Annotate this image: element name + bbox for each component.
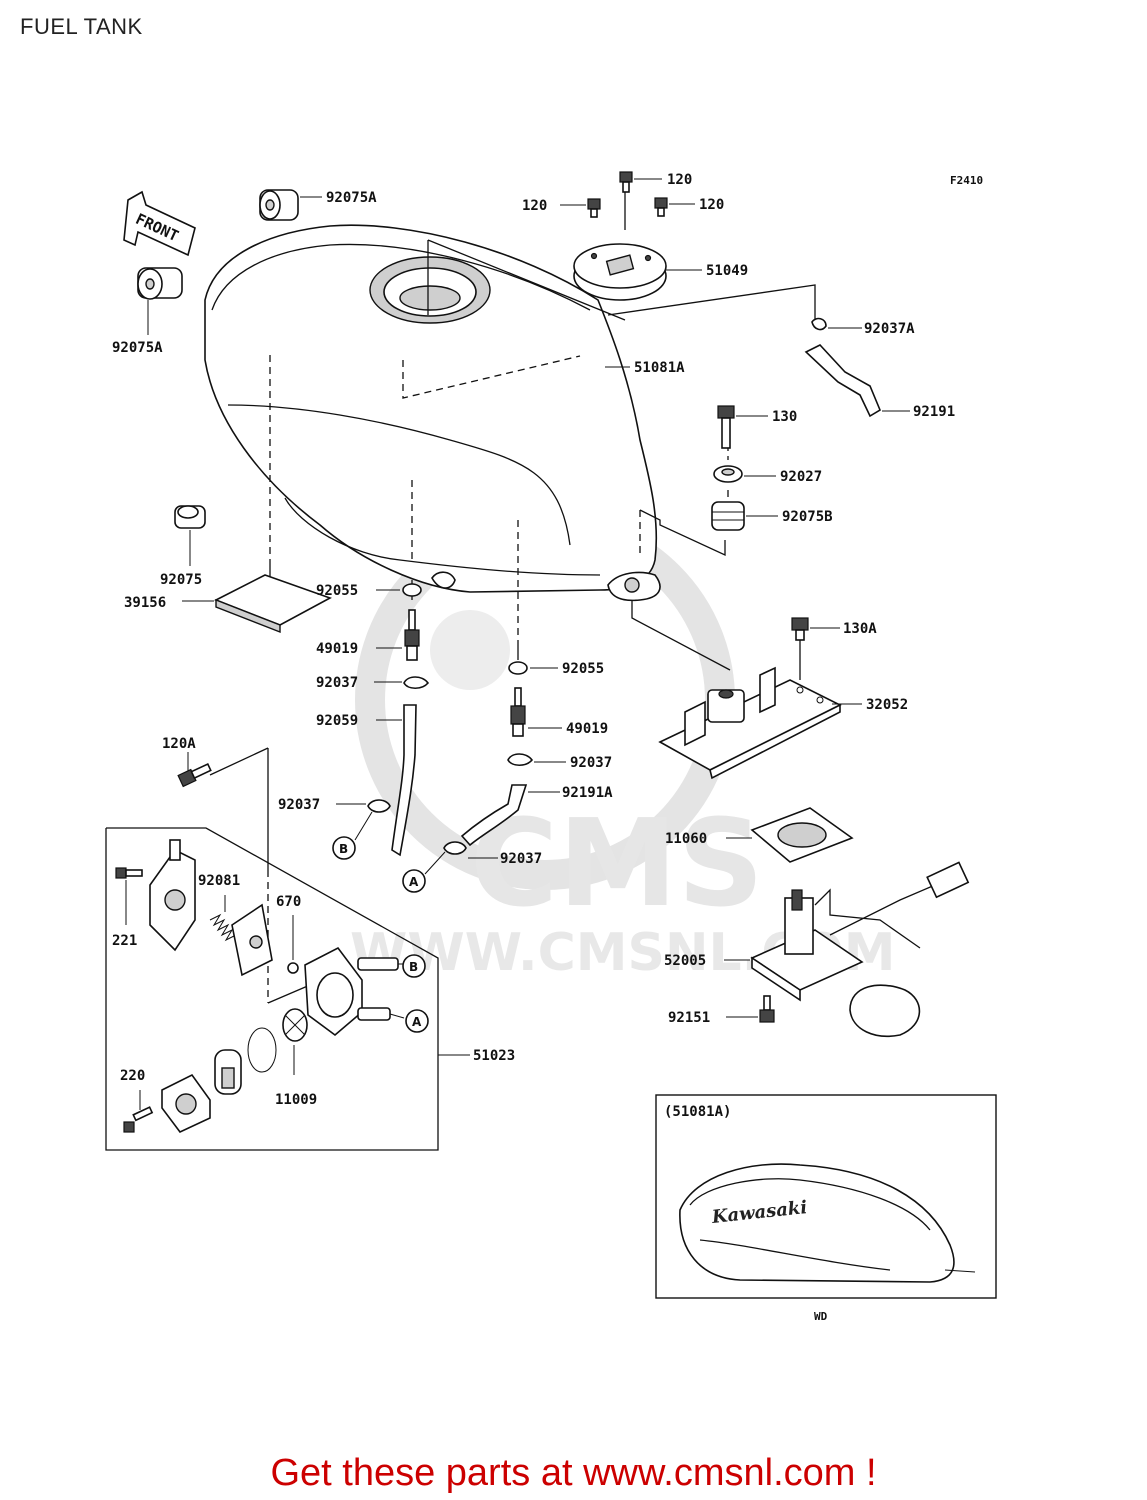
label-130a: 130A (843, 621, 877, 637)
fuel-cock-body (304, 946, 405, 1037)
fuel-cock-cover (149, 839, 196, 952)
label-670: 670 (276, 894, 301, 910)
label-120a: 120A (162, 736, 196, 752)
label-92075a-left: 92075A (112, 340, 163, 356)
label-220: 220 (120, 1068, 145, 1084)
callout-b-upper: B (332, 836, 356, 860)
bolt-120-left-icon (560, 198, 601, 218)
o-ring-670 (287, 915, 299, 974)
label-92027: 92027 (780, 469, 822, 485)
svg-text:A: A (409, 875, 419, 889)
filter-11009 (282, 1008, 308, 1075)
label-92055-mid: 92055 (562, 661, 604, 677)
bracket-32052 (658, 666, 862, 780)
valve-49019-mid (510, 687, 562, 737)
svg-text:A: A (412, 1015, 422, 1029)
bolt-130a-icon (791, 617, 840, 641)
promo-banner: Get these parts at www.cmsnl.com ! (0, 1452, 1147, 1495)
clamp-92037-mid (507, 753, 566, 767)
label-92075a-top: 92075A (326, 190, 377, 206)
label-51081a: 51081A (634, 360, 685, 376)
hose-92191a (460, 784, 560, 847)
inset-label: (51081A) (664, 1104, 731, 1120)
figure-code: F2410 (950, 174, 983, 187)
label-92191: 92191 (913, 404, 955, 420)
label-120-right: 120 (699, 197, 724, 213)
fuel-tank-body (204, 224, 661, 602)
washer-92027 (713, 465, 776, 483)
front-arrow-icon: FRONT (123, 190, 196, 257)
promo-link[interactable]: Get these parts at www.cmsnl.com ! (270, 1452, 877, 1494)
watermark-brand: CMS (470, 795, 764, 934)
label-11009: 11009 (275, 1092, 317, 1108)
pad-39156 (182, 574, 332, 634)
label-92075b: 92075B (782, 509, 833, 525)
label-130: 130 (772, 409, 797, 425)
damper-92075b (711, 501, 778, 531)
label-92191a: 92191A (562, 785, 613, 801)
label-92055-left: 92055 (316, 583, 358, 599)
clamp-92037-a (424, 841, 498, 875)
bolt-120-right-icon (654, 197, 695, 217)
damper-92075a-left (137, 267, 183, 335)
label-32052: 32052 (866, 697, 908, 713)
label-11060: 11060 (665, 831, 707, 847)
label-39156: 39156 (124, 595, 166, 611)
fuel-sender-52005 (724, 861, 970, 1037)
label-92081: 92081 (198, 873, 240, 889)
label-92059: 92059 (316, 713, 358, 729)
hose-92059 (376, 704, 417, 857)
fuel-cock-assembly-box (105, 827, 470, 1151)
label-92037-mid: 92037 (570, 755, 612, 771)
o-ring-92055-mid (508, 661, 558, 675)
o-ring-large (247, 1027, 277, 1073)
label-120-top: 120 (667, 172, 692, 188)
label-221: 221 (112, 933, 137, 949)
bolt-120a-icon (177, 752, 212, 788)
label-51023: 51023 (473, 1048, 515, 1064)
inset-box: Kawasaki (655, 1094, 997, 1299)
clamp-92037-b (336, 799, 391, 841)
svg-text:B: B (339, 842, 348, 856)
callout-a-lower: A (405, 1009, 429, 1033)
screw-92151-icon (726, 995, 775, 1023)
label-92075: 92075 (160, 572, 202, 588)
fuel-cock-lever (214, 1049, 242, 1095)
clamp-92037-left (374, 676, 430, 690)
fuel-tank-diagram: CMS WWW.CMSNL.COM F2410 FRONT (105, 171, 997, 1323)
page-title: FUEL TANK (20, 14, 143, 39)
screw-220-icon (123, 1090, 154, 1133)
hose-92191 (804, 344, 910, 418)
callout-a-upper: A (402, 869, 426, 893)
label-49019-mid: 49019 (566, 721, 608, 737)
damper-92075a-top (259, 189, 322, 221)
spring-92081 (209, 895, 237, 942)
lever-plate (161, 1073, 211, 1133)
bolt-130-icon (717, 405, 768, 449)
inset-variant: WD (814, 1310, 828, 1323)
label-92037-a: 92037 (500, 851, 542, 867)
gasket-11060 (726, 807, 854, 863)
label-120-left: 120 (522, 198, 547, 214)
diaphragm-plate (231, 903, 273, 977)
label-92037-b: 92037 (278, 797, 320, 813)
grommet-92075 (174, 505, 206, 566)
clamp-92037a (811, 317, 862, 331)
label-92151: 92151 (668, 1010, 710, 1026)
o-ring-92055-left (376, 583, 422, 597)
label-52005: 52005 (664, 953, 706, 969)
svg-text:B: B (409, 960, 418, 974)
fuel-cap-51049 (573, 243, 702, 301)
valve-49019-left (376, 609, 420, 661)
label-92037-left: 92037 (316, 675, 358, 691)
label-49019-left: 49019 (316, 641, 358, 657)
label-92037a: 92037A (864, 321, 915, 337)
callout-b-lower: B (402, 954, 426, 978)
bolt-120-top-icon (619, 171, 662, 193)
screw-221-icon (115, 867, 143, 925)
label-51049: 51049 (706, 263, 748, 279)
